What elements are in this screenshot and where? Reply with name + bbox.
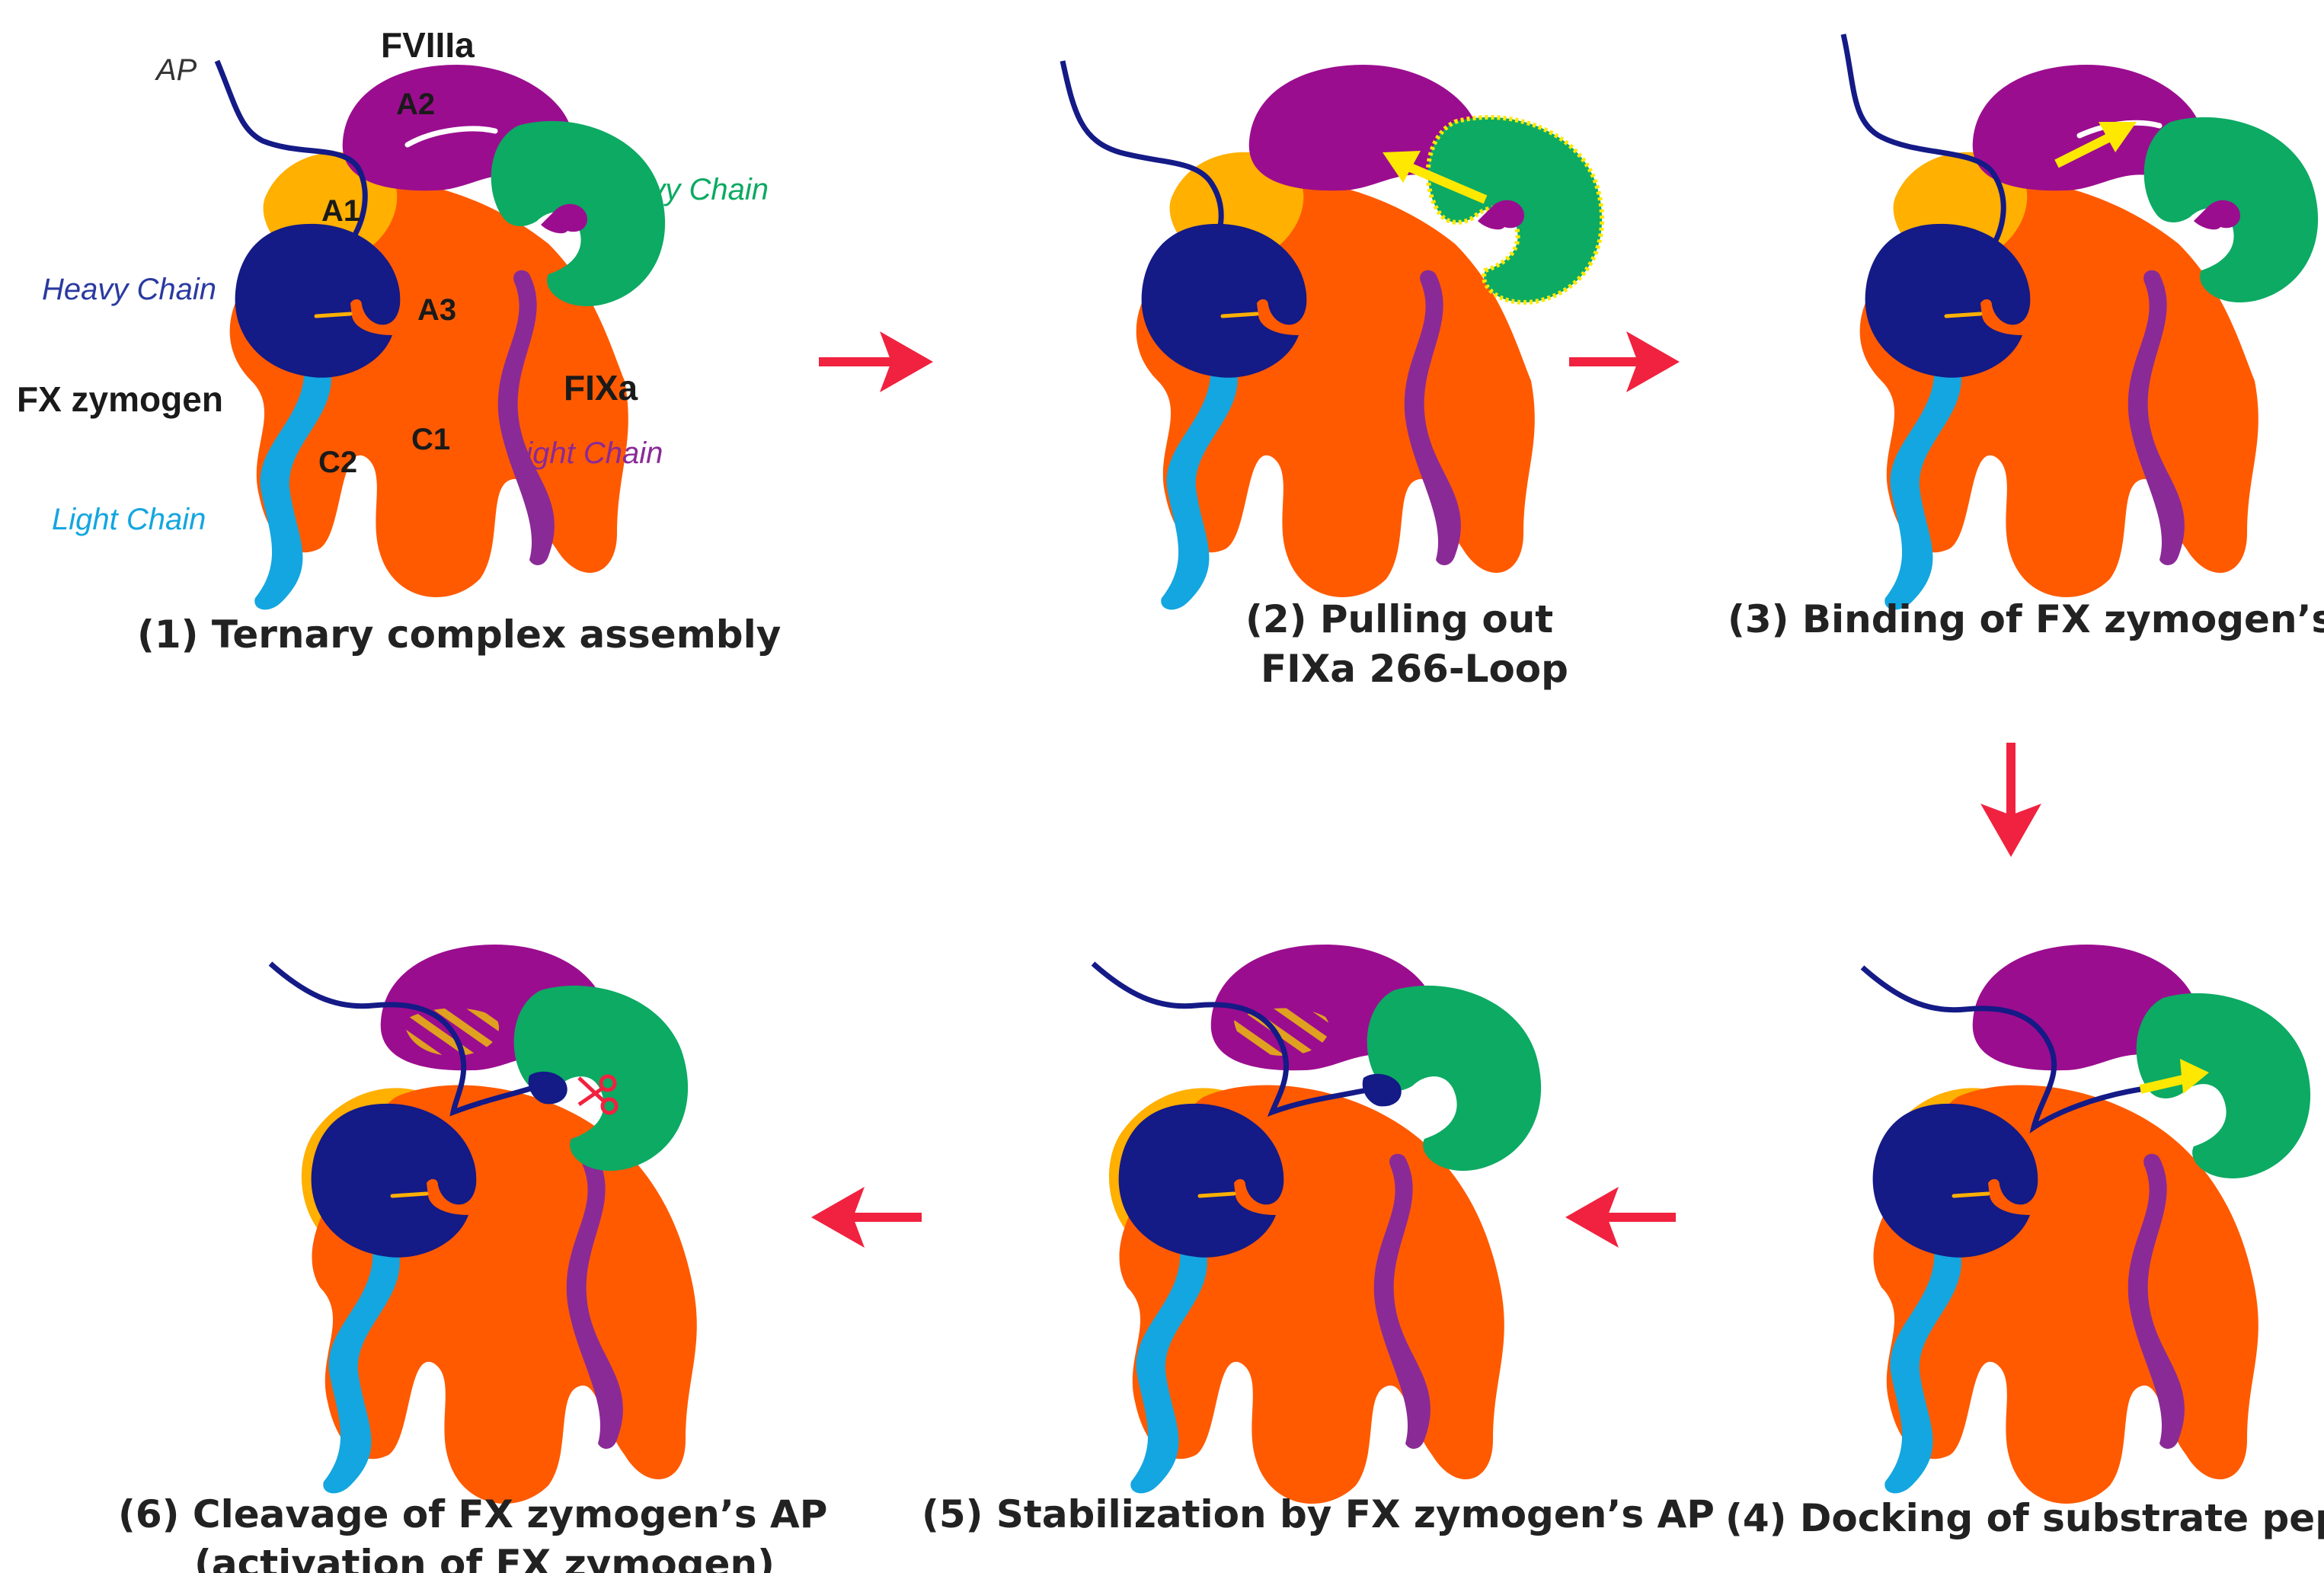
ap-docked-tip bbox=[528, 1071, 567, 1105]
fixa-active-site bbox=[1478, 200, 1524, 230]
fx-cleft bbox=[1220, 312, 1259, 318]
step-1-panel: AP FVIIIa A2 A1 A3 C1 C2 FIXa FX zymogen… bbox=[17, 25, 781, 657]
label-light-chain-fixa: Light Chain bbox=[509, 436, 663, 470]
label-fx-zymogen: FX zymogen bbox=[17, 379, 223, 419]
fx-light-chain bbox=[1884, 1242, 1961, 1494]
fx-cleft bbox=[314, 312, 353, 318]
flow-arrow-4-to-5 bbox=[1565, 1187, 1676, 1248]
caption-step-2-line-2: FIXa 266-Loop bbox=[1261, 647, 1568, 691]
fx-cleft bbox=[1944, 312, 1983, 318]
label-a2: A2 bbox=[396, 88, 435, 121]
fixa-active-site bbox=[541, 203, 587, 234]
label-fviiia: FVIIIa bbox=[381, 25, 475, 65]
label-c1: C1 bbox=[411, 423, 450, 456]
step-6-panel: (6) Cleavage of FX zymogen’s AP (activat… bbox=[118, 945, 827, 1573]
fx-light-chain bbox=[1884, 358, 1961, 610]
caption-step-2-line-1: (2) Pulling out bbox=[1245, 597, 1553, 641]
fixa-light-chain bbox=[1404, 270, 1461, 565]
caption-step-5: (5) Stabilization by FX zymogen’s AP bbox=[922, 1492, 1715, 1536]
step-2-panel: (2) Pulling out FIXa 266-Loop bbox=[1060, 60, 1605, 691]
label-heavy-chain-fixa: Heavy Chain bbox=[594, 173, 769, 206]
step-5-panel: (5) Stabilization by FX zymogen’s AP bbox=[922, 945, 1715, 1536]
fviiia-a2-domain bbox=[1972, 65, 2203, 191]
label-heavy-chain-fx: Heavy Chain bbox=[42, 273, 216, 306]
flow-arrow-3-to-4 bbox=[1980, 743, 2041, 857]
caption-step-6-line-1: (6) Cleavage of FX zymogen’s AP bbox=[118, 1492, 827, 1536]
step-3-panel: (3) Binding of FX zymogen’s AP bbox=[1728, 34, 2324, 641]
fx-light-chain bbox=[254, 358, 331, 610]
fx-activation-peptide bbox=[214, 59, 368, 254]
fx-heavy-chain bbox=[1118, 1103, 1284, 1258]
yellow-arrowhead-icon bbox=[2099, 122, 2137, 152]
label-a1: A1 bbox=[321, 194, 360, 228]
fx-cleft bbox=[1197, 1191, 1236, 1198]
yellow-arrow-icon bbox=[1399, 159, 1488, 204]
label-light-chain-fx: Light Chain bbox=[52, 503, 206, 536]
a2-striped-region bbox=[1234, 1008, 1330, 1056]
fixa-light-chain bbox=[1373, 1153, 1431, 1449]
yellow-arrow-icon bbox=[2054, 129, 2120, 168]
flow-arrow-5-to-6 bbox=[811, 1187, 922, 1248]
fixa-light-chain bbox=[2127, 1153, 2185, 1449]
label-ap: AP bbox=[155, 53, 197, 87]
fx-light-chain bbox=[323, 1242, 400, 1494]
fixa-light-chain bbox=[2127, 270, 2185, 565]
fx-activation-peptide bbox=[1860, 965, 2141, 1133]
fx-activation-peptide bbox=[268, 961, 535, 1117]
fx-light-chain bbox=[1130, 1242, 1207, 1494]
caption-step-6-line-2: (activation of FX zymogen) bbox=[194, 1542, 775, 1573]
fixa-heavy-chain bbox=[1367, 985, 1542, 1171]
label-fixa: FIXa bbox=[564, 368, 638, 408]
scissors-icon bbox=[577, 1074, 619, 1115]
fixa-heavy-chain bbox=[2136, 993, 2311, 1178]
caption-step-1: (1) Ternary complex assembly bbox=[137, 612, 781, 657]
a2-groove bbox=[404, 126, 498, 148]
fx-cleft bbox=[1952, 1191, 1990, 1198]
ap-docked-tip bbox=[1362, 1073, 1402, 1107]
fx-heavy-chain bbox=[1141, 223, 1307, 378]
fx-activation-peptide bbox=[1060, 60, 1224, 250]
fx-heavy-chain bbox=[311, 1103, 477, 1258]
fx-activation-peptide bbox=[1840, 34, 2006, 249]
step-4-panel: (4) Docking of substrate peptide bbox=[1725, 945, 2324, 1540]
fx-activation-peptide bbox=[1091, 961, 1372, 1117]
flow-arrow-2-to-3 bbox=[1569, 331, 1680, 392]
label-c2: C2 bbox=[318, 446, 357, 479]
fviiia-a2-domain bbox=[1248, 65, 1479, 191]
caption-step-3: (3) Binding of FX zymogen’s AP bbox=[1728, 597, 2324, 641]
fx-cleft bbox=[390, 1191, 429, 1198]
label-a3: A3 bbox=[417, 293, 456, 327]
fx-light-chain bbox=[1161, 358, 1238, 610]
caption-step-4: (4) Docking of substrate peptide bbox=[1725, 1496, 2324, 1540]
fx-heavy-chain bbox=[235, 223, 401, 378]
fixa-active-site bbox=[2194, 200, 2240, 230]
yellow-arrow-icon bbox=[2139, 1073, 2191, 1094]
fixa-light-chain bbox=[497, 270, 555, 565]
yellow-arrowhead-icon bbox=[1383, 151, 1421, 183]
flow-arrow-1-to-2 bbox=[819, 331, 933, 392]
fx-heavy-chain bbox=[1872, 1103, 2038, 1258]
yellow-arrowhead-icon bbox=[2180, 1059, 2209, 1094]
fx-heavy-chain bbox=[1865, 223, 2031, 378]
fixa-light-chain bbox=[566, 1153, 623, 1449]
